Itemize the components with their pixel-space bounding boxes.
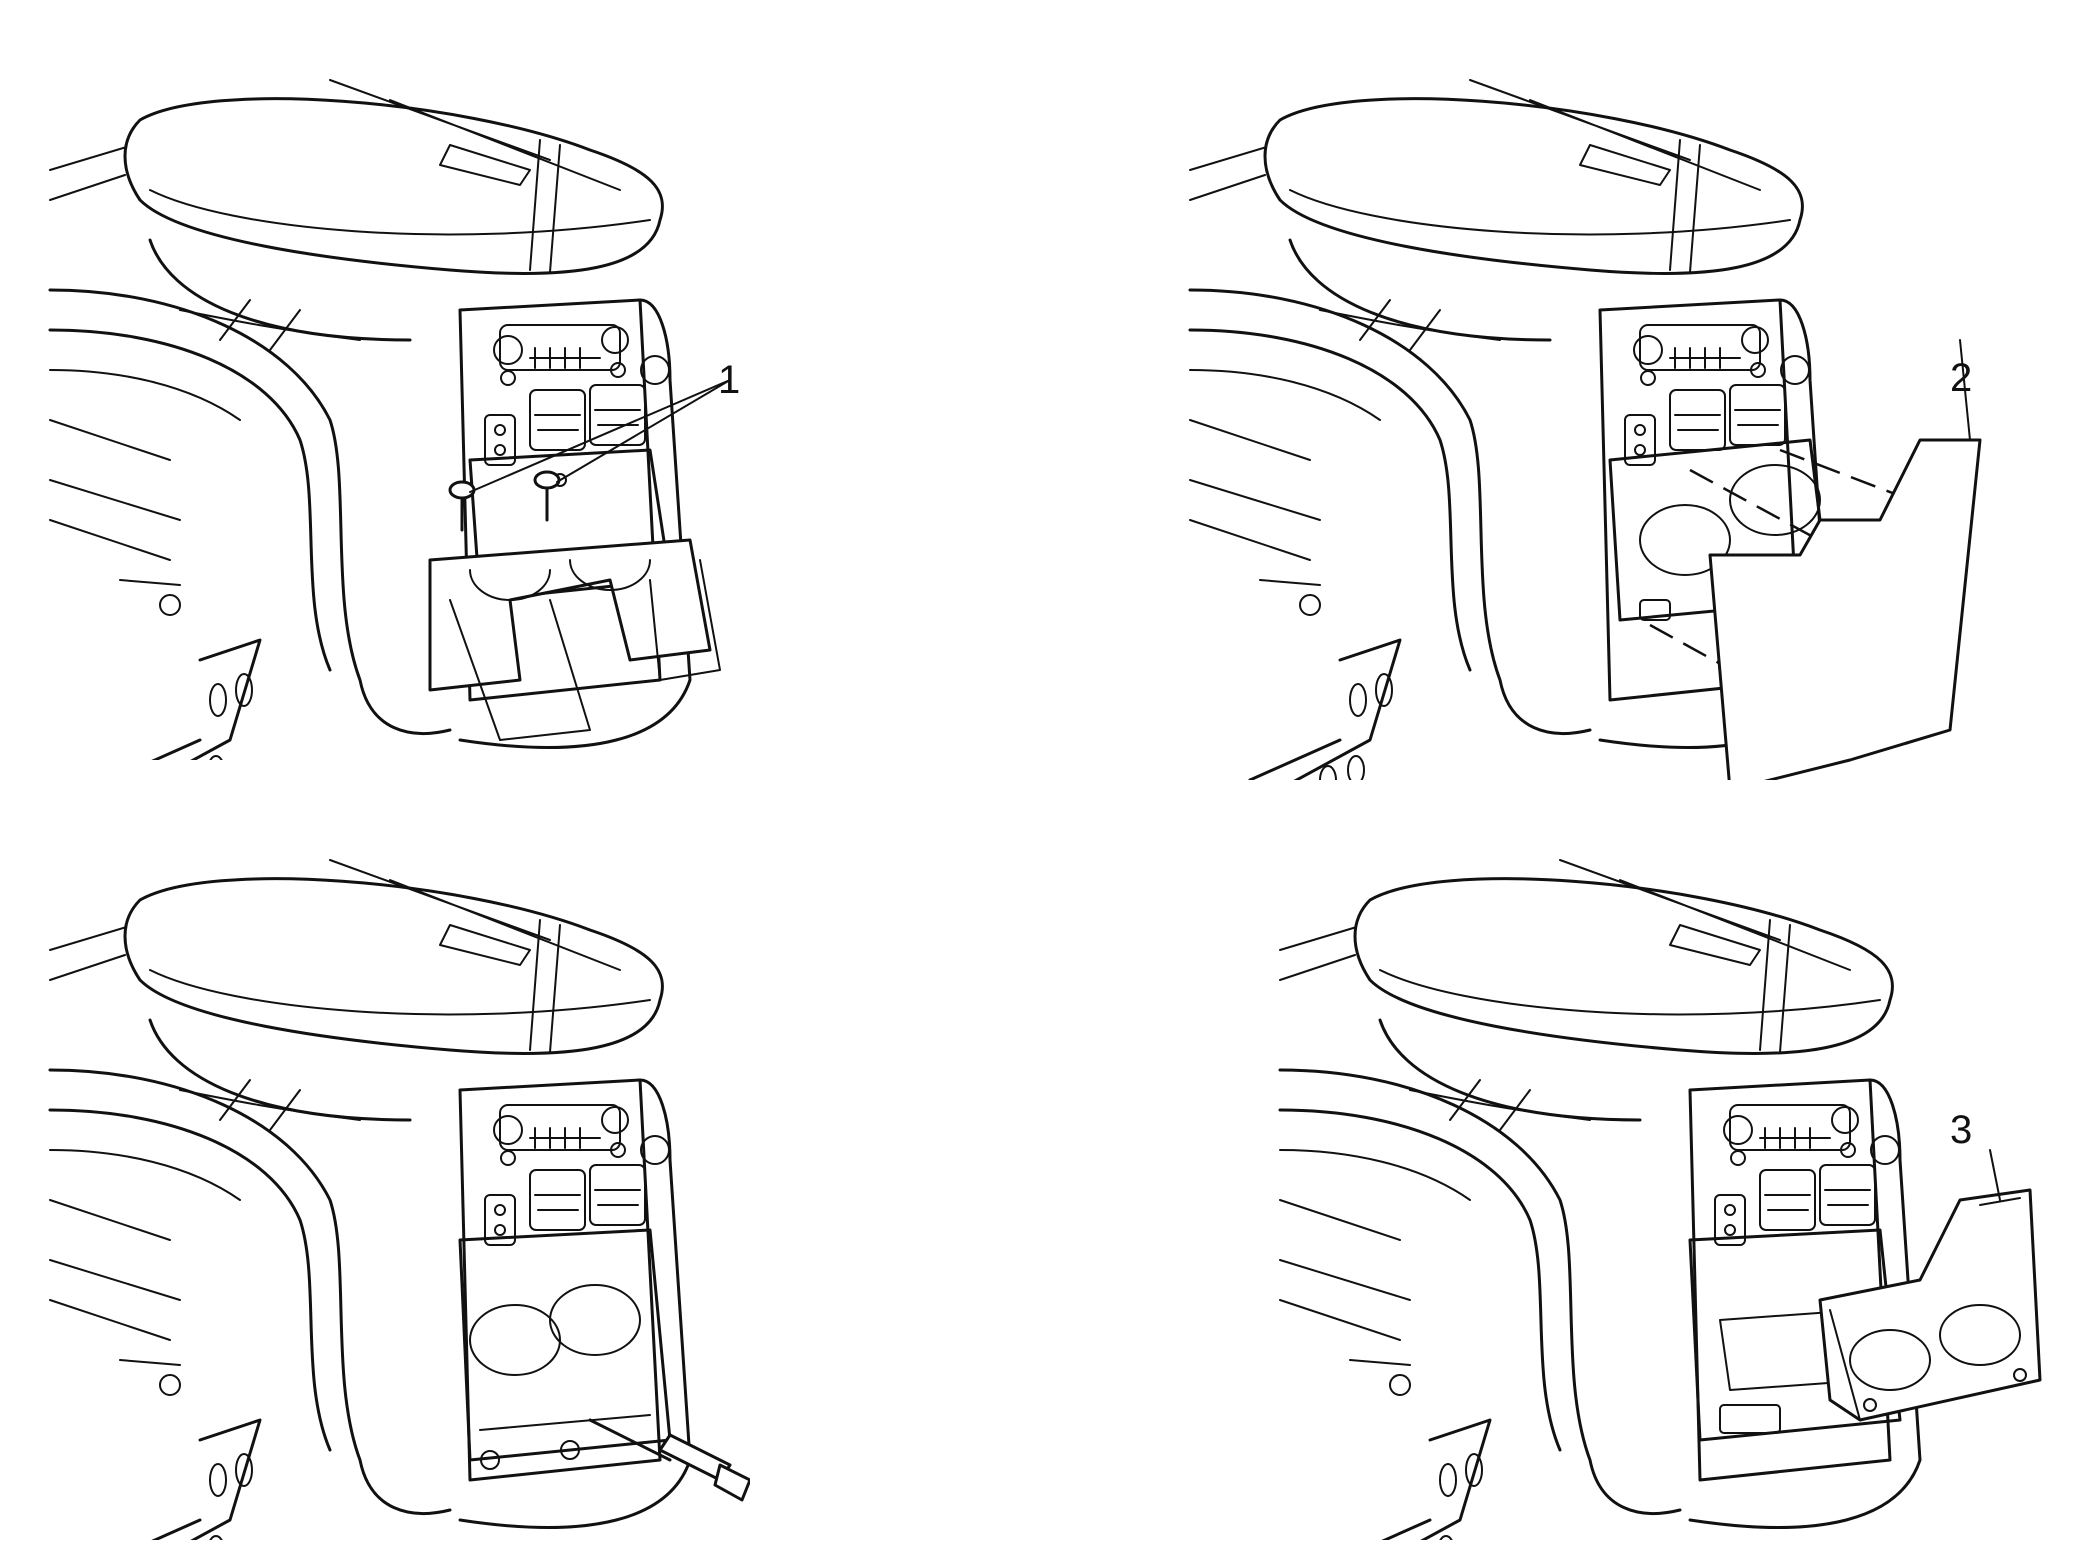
callout-number: 1 [718, 358, 741, 402]
alignment-line-middle [1689, 468, 1921, 597]
panel-pry-retainer [30, 820, 750, 1540]
cupholder-assembly [1818, 1188, 2042, 1422]
screw-right [533, 470, 561, 522]
lower-retainer [1719, 1404, 1781, 1434]
leader-line-2 [1959, 339, 1971, 441]
rear-console-drawing [1278, 858, 1922, 1540]
panel-remove-cupholder: 3 [1260, 820, 2060, 1540]
panel-remove-bezel: 2 [1170, 40, 2050, 780]
leader-line-3 [1989, 1149, 2001, 1201]
console-illustration-2 [1188, 78, 1982, 780]
screwdriver-tool [588, 1418, 750, 1502]
cupholder-opening-left [1639, 504, 1731, 576]
leader-line-1b [556, 379, 731, 483]
rear-console-drawing [48, 78, 692, 760]
alignment-line-top [1779, 448, 1951, 517]
bezel-plate [1708, 438, 1982, 780]
screw-left [448, 480, 476, 532]
cupholder-opening-right [549, 1284, 641, 1356]
callout-number: 2 [1950, 356, 1973, 400]
console-illustration-4 [1278, 858, 2042, 1540]
console-illustration-1 [48, 78, 731, 760]
cupholder-insert [428, 538, 712, 692]
leader-line-1a [469, 379, 731, 493]
callout-number: 3 [1950, 1108, 1973, 1152]
console-illustration-3 [48, 858, 750, 1540]
cupholder-opening-right [1729, 464, 1821, 536]
rear-console-drawing [48, 858, 692, 1540]
cupholder-opening-left [469, 1304, 561, 1376]
panel-remove-screws: 1 [30, 40, 750, 760]
